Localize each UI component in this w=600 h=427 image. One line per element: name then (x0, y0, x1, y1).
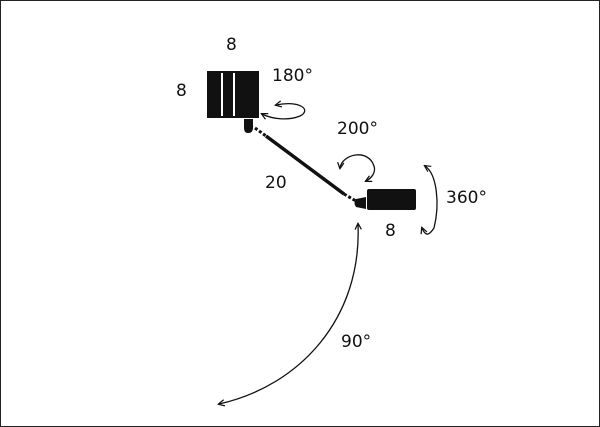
head-rotation-arrow (262, 104, 306, 119)
head-connector (254, 126, 267, 138)
base-rotation-label: 360° (446, 188, 487, 208)
base-width-label: 8 (385, 221, 396, 241)
lamp-base (354, 189, 416, 210)
head-width-label: 8 (226, 35, 237, 55)
joint-rotation-label: 200° (337, 119, 378, 139)
arm-length-label: 20 (265, 173, 287, 193)
joint-rotation-arrow (340, 154, 376, 181)
head-height-label: 8 (176, 81, 187, 101)
sweep-angle-label: 90° (341, 332, 371, 352)
sweep-arc (219, 224, 358, 404)
base-connector (343, 192, 357, 203)
lamp-head (207, 71, 259, 133)
lamp-arm (264, 134, 346, 196)
base-rotation-arrow (422, 166, 438, 235)
head-rotation-label: 180° (272, 66, 313, 86)
